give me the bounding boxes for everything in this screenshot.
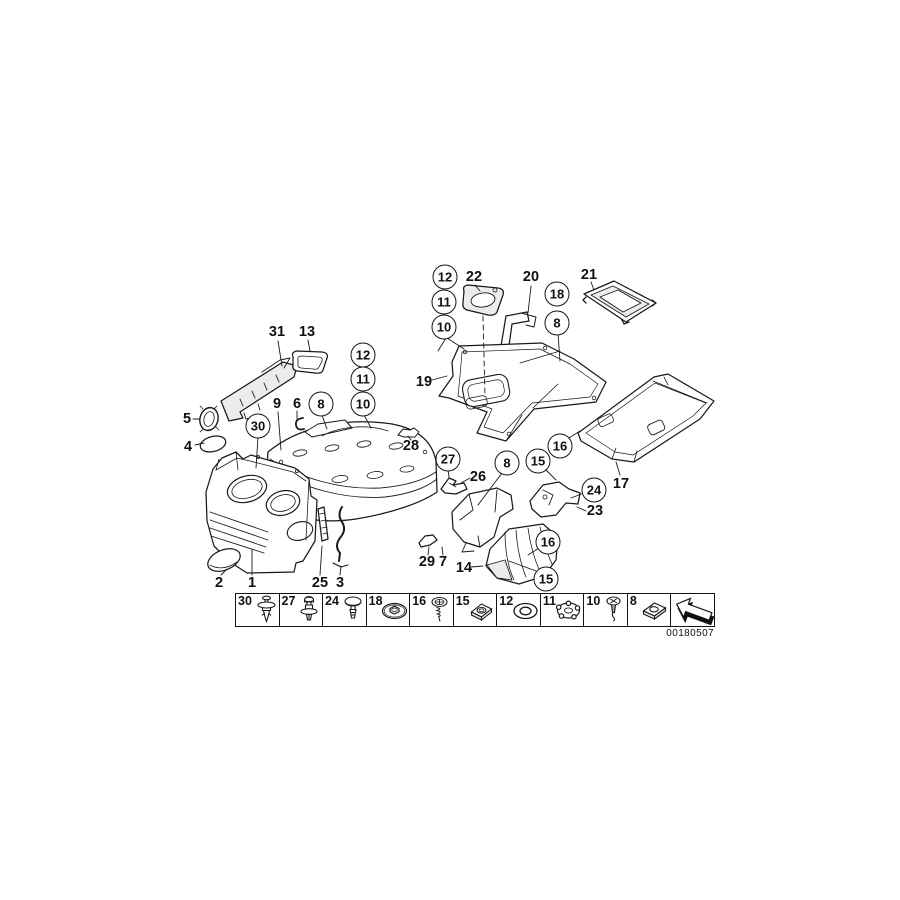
part-ribbed-strip-25 [317,506,329,542]
part-rear-tray-panel [582,280,657,325]
callout-label-19[interactable]: 19 [415,373,433,390]
callout-label-3[interactable]: 3 [335,574,345,591]
callout-balloon-11[interactable]: 11 [431,289,457,315]
legend-cell-18: 18 [365,594,410,626]
blind-rivet-icon [344,596,362,619]
legend-number: 15 [455,594,470,608]
expansion-rivet-icon [256,595,276,624]
callout-label-25[interactable]: 25 [311,574,329,591]
legend-cell-15: 15 [452,594,497,626]
part-clip-6 [294,417,305,431]
legend-number: 12 [499,594,514,608]
part-oval-cover-2 [207,548,241,572]
callout-label-28[interactable]: 28 [402,437,420,454]
callout-balloon-8b[interactable]: 8 [308,391,334,417]
part-side-panel-31 [220,357,298,422]
clip-nut-icon [642,602,668,621]
callout-label-9[interactable]: 9 [272,395,282,412]
part-support-7 [451,487,514,553]
legend-number: 11 [542,594,557,608]
part-cover-lid-22 [462,284,505,316]
callout-label-22[interactable]: 22 [465,268,483,285]
lock-plate-icon [556,600,581,620]
washer-icon [513,602,538,620]
callout-balloon-8c[interactable]: 8 [494,450,520,476]
callout-label-23[interactable]: 23 [586,502,604,519]
legend-cell-next[interactable] [670,594,715,626]
next-diagram-arrow-icon [676,597,715,626]
callout-label-26[interactable]: 26 [469,468,487,485]
legend-cell-12: 12 [496,594,540,626]
part-underbody-panel-right [577,373,715,463]
speed-nut-icon [470,603,493,622]
legend-cell-24: 24 [322,594,366,626]
callout-balloon-10b[interactable]: 10 [350,391,376,417]
callout-balloon-18[interactable]: 18 [544,281,570,307]
callout-balloon-15[interactable]: 15 [525,448,551,474]
legend-cell-8: 8 [626,594,671,626]
part-front-air-duct [205,451,318,574]
callout-balloon-16[interactable]: 16 [547,433,573,459]
callout-balloon-24[interactable]: 24 [581,477,607,503]
callout-label-29[interactable]: 29 [418,553,436,570]
callout-label-17[interactable]: 17 [612,475,630,492]
screw-spring-washer-icon [431,596,448,622]
legend-number: 30 [238,594,252,608]
part-oval-pad-4 [199,435,227,453]
legend-cell-30: 30 [236,594,279,626]
callout-label-13[interactable]: 13 [298,323,316,340]
legend-number: 27 [281,594,296,608]
document-number: 00180507 [666,628,714,639]
callout-balloon-27[interactable]: 27 [435,446,461,472]
part-bracket-23 [529,481,581,518]
legend-cell-11: 11 [539,594,584,626]
callout-label-7[interactable]: 7 [438,553,448,570]
callout-balloon-16b[interactable]: 16 [535,529,561,555]
callout-label-2[interactable]: 2 [214,574,224,591]
callout-label-31[interactable]: 31 [268,323,286,340]
part-strap-28 [397,427,420,438]
callout-balloon-11b[interactable]: 11 [350,366,376,392]
callout-balloon-12[interactable]: 12 [432,264,458,290]
part-cover-lid-13 [291,350,329,374]
callout-balloon-10[interactable]: 10 [431,314,457,340]
legend-number: 24 [325,594,339,608]
legend-number: 10 [586,594,601,608]
part-bracket-26 [440,477,468,495]
callout-label-5[interactable]: 5 [182,410,192,427]
callout-balloon-30[interactable]: 30 [245,413,271,439]
callout-balloon-12b[interactable]: 12 [350,342,376,368]
washer-nut-icon [382,602,408,620]
fastener-legend-strip: 30 27 24 [235,593,715,627]
callout-label-20[interactable]: 20 [522,268,540,285]
legend-number: 8 [629,594,637,608]
legend-number: 18 [368,594,383,608]
phillips-screw-icon [606,596,621,622]
expansion-rivet-icon [300,595,318,621]
callout-label-21[interactable]: 21 [580,266,598,283]
callout-balloon-8[interactable]: 8 [544,310,570,336]
callout-label-1[interactable]: 1 [247,574,257,591]
legend-cell-16: 16 [409,594,453,626]
callout-label-6[interactable]: 6 [292,395,302,412]
callout-balloon-15b[interactable]: 15 [533,566,559,592]
callout-label-4[interactable]: 4 [183,438,193,455]
legend-cell-10: 10 [583,594,627,626]
callout-label-14[interactable]: 14 [455,559,473,576]
legend-number: 16 [412,594,427,608]
legend-cell-27: 27 [278,594,323,626]
part-underbody-panel-centre [438,342,607,442]
part-clamp-ring-5 [199,405,220,433]
part-clip-bracket-29 [418,534,438,548]
